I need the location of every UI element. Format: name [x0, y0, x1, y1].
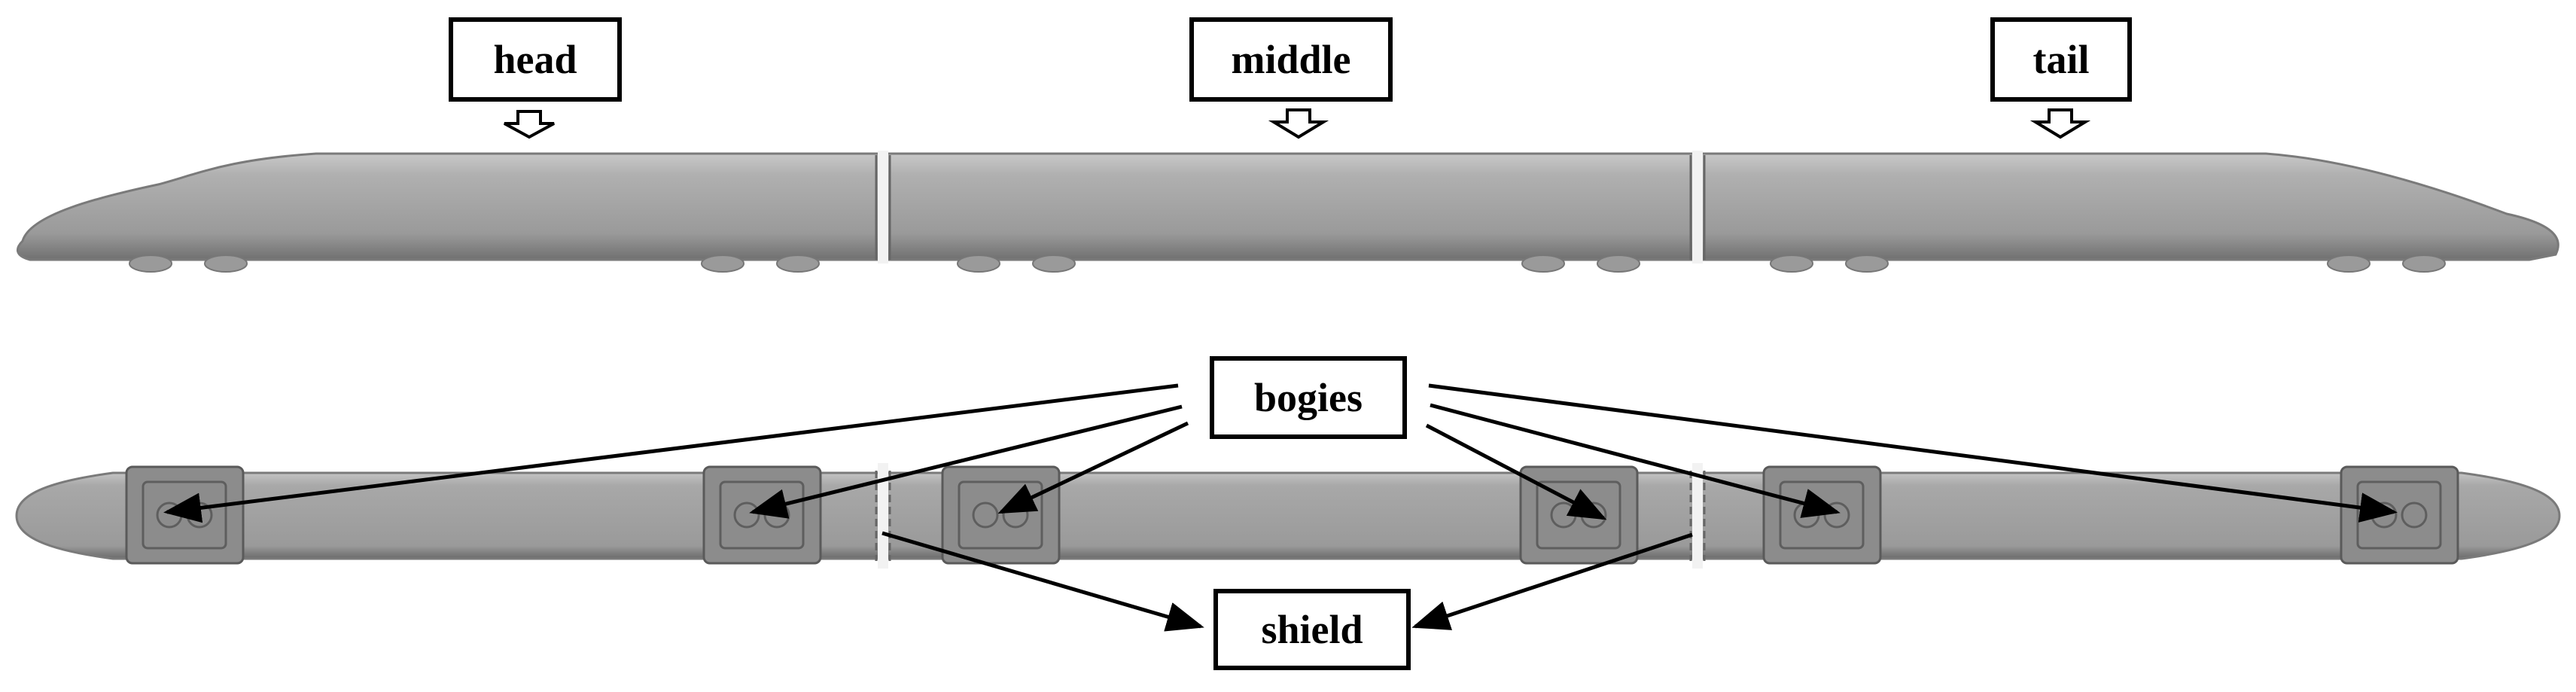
label-middle: middle: [1189, 17, 1393, 102]
shield-pointers: [882, 531, 1693, 632]
shield-1: [878, 463, 888, 569]
bogie-6: [2340, 465, 2459, 565]
label-head: head: [449, 17, 622, 102]
side-bogie-wheels: [129, 255, 2446, 273]
down-arrow-icon: [504, 110, 555, 139]
train-bottom-body: [15, 471, 2561, 560]
shield-2: [1692, 463, 1703, 569]
side-gap-1: [878, 151, 888, 264]
bogies-pointers: [163, 383, 2398, 523]
side-gap-2: [1692, 151, 1703, 264]
label-tail: tail: [1990, 17, 2132, 102]
down-arrow-icon: [2029, 108, 2091, 139]
down-arrow-icon: [1268, 108, 1329, 139]
label-bogies: bogies: [1210, 356, 1407, 439]
label-shield: shield: [1213, 589, 1411, 670]
train-side-view: [17, 151, 2559, 273]
train-side-body: [17, 152, 2559, 261]
train-bottom-view: [15, 463, 2561, 569]
